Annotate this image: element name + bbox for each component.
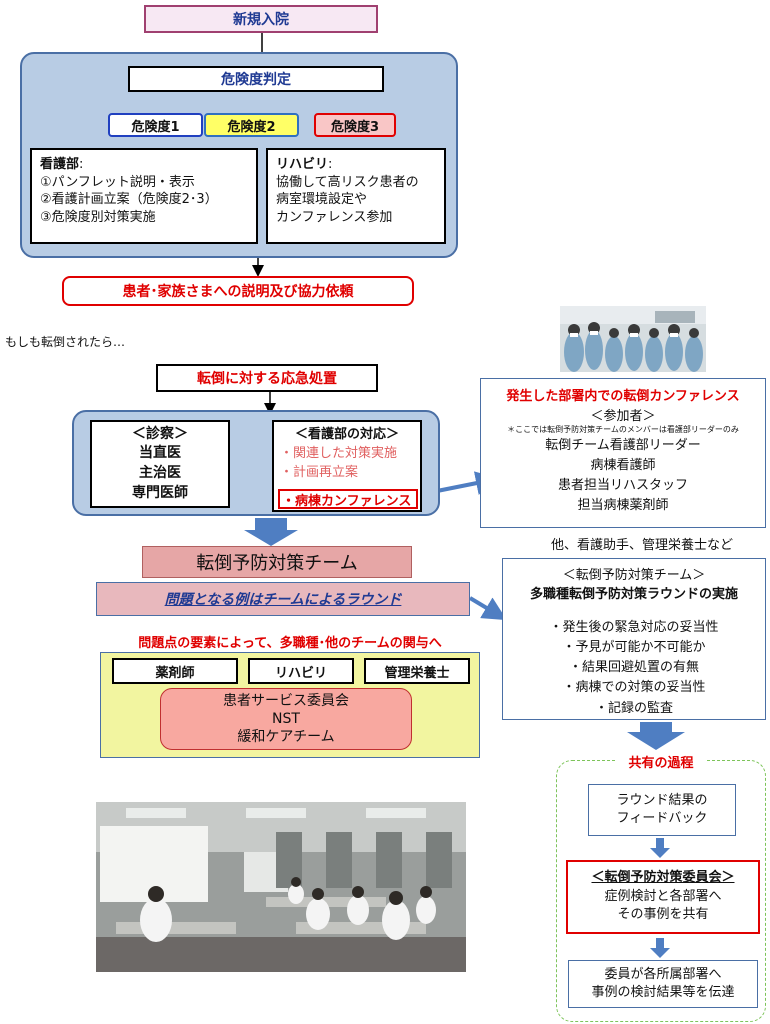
conference-title: 発生した部署内での転倒カンファレンス: [506, 389, 740, 404]
nursing-response-title: ＜看護部の対応＞: [294, 427, 399, 442]
conference-member: 病棟看護師: [590, 457, 656, 473]
conference-box: 発生した部署内での転倒カンファレンス ＜参加者＞ ＊ここでは転倒予防対策チームの…: [480, 378, 766, 528]
round-detail-box: ＜転倒予防対策チーム＞ 多職種転倒予防対策ラウンドの実施 ・発生後の緊急対応の妥…: [502, 558, 766, 720]
round-detail-item: ・病棟での対策の妥当性: [562, 680, 706, 696]
risk-level-2-label: 危険度2: [227, 119, 276, 135]
rehab-line: 病室環境設定や: [276, 192, 368, 208]
rehab-line: カンファレンス参加: [276, 209, 393, 225]
round-detail-item: ・予見が可能か不可能か: [562, 640, 706, 656]
role-pharmacist: 薬剤師: [112, 658, 238, 684]
nursing-dept-box: 看護部: ①パンフレット説明・表示 ②看護計画立案（危険度2･3） ③危険度別対…: [30, 148, 258, 244]
multi-header: 問題点の要素によって、多職種･他のチームの関与へ: [138, 636, 442, 651]
sharing-title: 共有の過程: [616, 752, 706, 771]
nursing-title: 看護部: [40, 157, 80, 172]
conference-member: 担当病棟薬剤師: [577, 498, 669, 514]
round-detail-title: ＜転倒予防対策チーム＞: [562, 568, 706, 583]
emergency-label: 転倒に対する応急処置: [197, 371, 337, 387]
risk-level-3-label: 危険度3: [330, 119, 380, 135]
round-label: 問題となる例はチームによるラウンド: [164, 592, 402, 608]
nursing-line: ②看護計画立案（危険度2･3）: [40, 192, 218, 208]
explanation-box: 患者･家族さまへの説明及び協力依頼: [62, 276, 414, 306]
committee-box: ＜転倒予防対策委員会＞ 症例検討と各部署へ その事例を共有: [566, 860, 760, 934]
rehab-title: リハビリ: [276, 157, 329, 172]
risk-assessment-label: 危険度判定: [221, 72, 291, 88]
nursing-response-item: ・関連した対策実施: [280, 445, 398, 461]
round-box: 問題となる例はチームによるラウンド: [96, 582, 470, 616]
participants-header: ＜参加者＞: [590, 409, 656, 424]
risk-level-3: 危険度3: [314, 113, 396, 137]
nursing-line: ③危険度別対策実施: [40, 209, 156, 225]
arrow-to-round: [468, 596, 507, 621]
exam-title: ＜診察＞: [132, 425, 188, 442]
blue-arrow-to-team: [244, 518, 298, 546]
nursing-response-item: ・計画再立案: [280, 464, 359, 480]
admission-box: 新規入院: [144, 5, 378, 33]
committee-item: 緩和ケアチーム: [237, 729, 335, 746]
exam-item: 専門医師: [132, 484, 188, 501]
admission-label: 新規入院: [233, 12, 289, 28]
explanation-label: 患者･家族さまへの説明及び協力依頼: [122, 284, 354, 300]
risk-level-1-label: 危険度1: [131, 119, 180, 135]
role-rehab: リハビリ: [248, 658, 354, 684]
role-dietitian: 管理栄養士: [364, 658, 470, 684]
ward-conference-item: ・病棟カンファレンス: [278, 489, 418, 509]
risk-assessment-box: 危険度判定: [128, 66, 384, 92]
nursing-response-box: ＜看護部の対応＞ ・関連した対策実施 ・計画再立案: [272, 420, 422, 512]
if-fall-text: もしも転倒されたら…: [5, 335, 126, 349]
blue-arrow-to-sharing: [627, 722, 685, 750]
risk-level-1: 危険度1: [108, 113, 203, 137]
conference-member: 転倒チーム看護部リーダー: [545, 437, 701, 453]
staff-group-image: [560, 306, 706, 372]
nursing-line: ①パンフレット説明・表示: [40, 174, 195, 190]
conference-note: ＊ここでは転倒予防対策チームのメンバーは看護部リーダーのみ: [507, 425, 739, 434]
exam-item: 主治医: [139, 465, 181, 481]
conference-others: 他、看護助手、管理栄養士など: [550, 538, 733, 553]
feedback-box: ラウンド結果の フィードバック: [588, 784, 736, 836]
committees-box: 患者サービス委員会 NST 緩和ケアチーム: [160, 688, 412, 750]
round-detail-subtitle: 多職種転倒予防対策ラウンドの実施: [529, 587, 738, 602]
round-detail-item: ・記録の監査: [594, 700, 673, 716]
rehab-box: リハビリ: 協働して高リスク患者の 病室環境設定や カンファレンス参加: [266, 148, 446, 244]
team-box: 転倒予防対策チーム: [142, 546, 412, 578]
committee-item: 患者サービス委員会: [223, 692, 349, 709]
round-detail-item: ・結果回避処置の有無: [568, 660, 699, 676]
exam-item: 当直医: [139, 445, 181, 462]
emergency-box: 転倒に対する応急処置: [156, 364, 378, 392]
meeting-room-image: [96, 802, 466, 972]
meeting-photo: [96, 802, 466, 972]
dissemination-box: 委員が各所属部署へ 事例の検討結果等を伝達: [568, 960, 758, 1008]
staff-photo: [560, 306, 706, 372]
round-detail-item: ・発生後の緊急対応の妥当性: [549, 620, 719, 635]
committee-item: NST: [272, 710, 300, 727]
rehab-line: 協働して高リスク患者の: [276, 174, 419, 190]
conference-member: 患者担当リハスタッフ: [557, 477, 688, 493]
committee-title: ＜転倒予防対策委員会＞: [591, 869, 735, 885]
team-label: 転倒予防対策チーム: [196, 553, 358, 574]
risk-level-2: 危険度2: [204, 113, 299, 137]
exam-box: ＜診察＞ 当直医 主治医 専門医師: [90, 420, 230, 508]
